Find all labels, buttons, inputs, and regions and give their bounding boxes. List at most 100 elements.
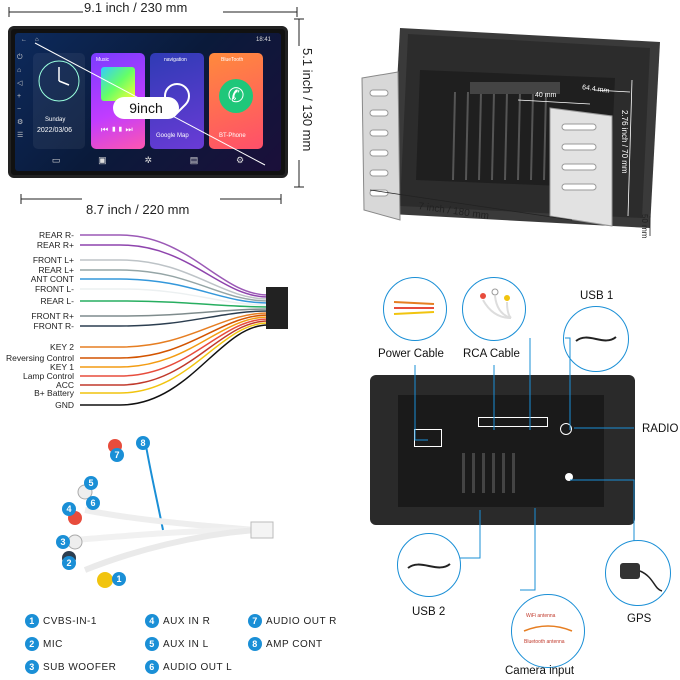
wire [80,314,269,359]
chassis-drawing [361,28,660,236]
wifi-antenna-label: WiFi antenna [526,613,556,619]
camera-circle: WiFi antenna Bluetooth antenna [511,594,585,668]
app-dock: ▭ ▣ ✲ ▤ ⚙ [33,155,263,169]
rear-panel [370,375,635,525]
wire-label: FRONT L- [34,284,74,294]
gps-port [565,473,573,481]
legend-label: MIC [43,638,63,650]
rca-cable-icon [480,288,512,319]
width-dimension-line [8,7,298,17]
wire [80,312,269,348]
legend-label: AUDIO OUT L [163,661,233,673]
radio-label: RADIO [642,423,679,435]
rca-port [478,417,548,427]
rca-number-badge: 4 [62,502,76,516]
wire-label: ANT CONT [30,274,74,284]
wire-label: GND [55,400,74,410]
legend-item: 5 AUX IN L [145,637,209,651]
wire-label: B+ Battery [34,388,74,398]
legend-number: 3 [25,660,39,674]
head-unit-front: ← ⌂ 18:41 ⏻⌂◁+−⚙☰ Sunday 2022/03/06 Musi… [8,26,288,178]
legend-number: 6 [145,660,159,674]
player-controls-icon[interactable]: ⏮ ▮▮ ⏭ [101,125,133,134]
dim-40-label: 40 mm [535,92,557,99]
usb1-label: USB 1 [580,290,614,302]
wire-label: Lamp Control [22,371,74,381]
wire-label: FRONT R+ [31,311,74,321]
heatsink [462,453,522,493]
legend-label: AUX IN R [163,615,211,627]
wire [80,318,269,377]
legend-item: 7 AUDIO OUT R [248,614,337,628]
bottom-width-dimension-line [20,194,282,204]
leader-lines [414,337,635,591]
radio-icon[interactable]: ▤ [189,155,199,165]
gps-antenna-icon [620,563,663,592]
wire-label: FRONT L+ [32,255,74,265]
rca-number-badge: 8 [136,436,150,450]
legend-number: 7 [248,614,262,628]
power-cable-circle [383,277,447,341]
legend-label: AUX IN L [163,638,209,650]
wire-label: REAR L- [40,296,74,306]
usb2-circle [397,533,461,597]
phone-icon: ✆ [219,79,253,113]
wire-label: FRONT R- [33,321,74,331]
gps-circle [605,540,671,606]
rca-number-badge: 3 [56,535,70,549]
legend-item: 6 AUDIO OUT L [145,660,232,674]
wire [80,269,269,302]
wire [80,259,269,300]
width-label: 9.1 inch / 230 mm [84,0,188,15]
rca-cable-drawing [62,439,274,588]
legend-number: 4 [145,614,159,628]
power-cable-icon [393,301,435,315]
legend-label: AUDIO OUT R [266,615,337,627]
rca-number-badge: 5 [84,476,98,490]
rca-number-badge: 1 [112,572,126,586]
dim-height-label: 2.76 inch / 70 mm [620,110,629,174]
wire [80,244,269,298]
usb-cable-icon [407,563,451,569]
wire [80,324,269,406]
rca-cable-circle [462,277,526,341]
legend-label: AMP CONT [266,638,323,650]
legend-number: 8 [248,637,262,651]
dim-50-label: 50 mm [640,214,649,239]
legend-item: 1 CVBS-IN-1 [25,614,97,628]
back-icon[interactable]: ← [21,37,27,43]
apps-icon[interactable]: ✲ [144,155,152,165]
legend-label: CVBS-IN-1 [43,615,97,627]
settings-icon[interactable]: ⚙ [236,155,245,165]
wire [80,322,269,394]
wire-label: KEY 1 [50,362,74,372]
height-label: 5.1 inch / 130 mm [300,48,315,152]
wire-label: ACC [56,380,74,390]
bluetooth-app-card[interactable]: BlueTooth ✆ BT-Phone [209,53,263,149]
rca-number-badge: 7 [110,448,124,462]
side-button-column: ⏻⌂◁+−⚙☰ [17,54,24,139]
rca-cable-label: RCA Cable [463,348,520,360]
rca-number-badge: 6 [86,496,100,510]
usb1-circle [563,306,629,372]
legend-number: 1 [25,614,39,628]
rca-number-badge: 2 [62,556,76,570]
wire [80,316,269,368]
size-badge: 9inch [113,97,179,119]
wire-label: REAR L+ [38,265,74,275]
folder-icon[interactable]: ▭ [51,155,61,165]
clock: 18:41 [256,37,272,43]
wire-label: REAR R+ [36,240,74,250]
power-cable-label: Power Cable [378,348,444,360]
wire [80,300,269,308]
album-art [101,67,135,101]
analog-clock-icon [38,60,80,102]
home-icon[interactable]: ⌂ [35,37,39,43]
legend-number: 5 [145,637,159,651]
camera-label: Camera input [505,665,575,677]
wire-label: KEY 2 [50,342,74,352]
wire-bundle [80,234,288,406]
antenna-icon [523,625,573,632]
gallery-icon[interactable]: ▣ [98,155,107,165]
